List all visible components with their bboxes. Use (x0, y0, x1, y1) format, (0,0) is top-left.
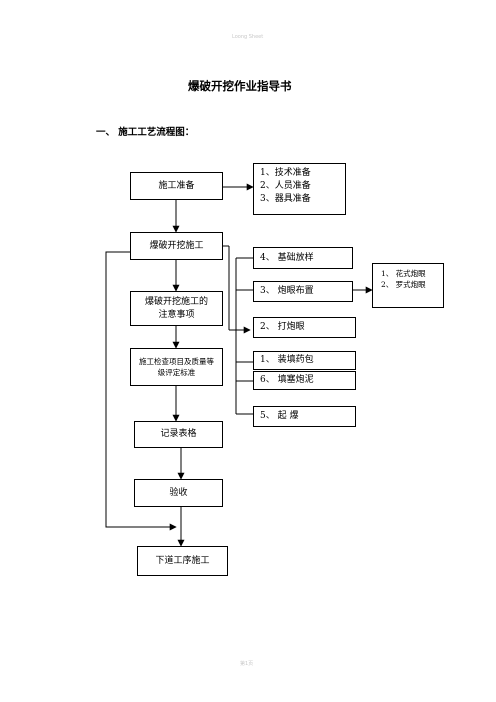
label-step-foundation: 4、 基础放样 (260, 252, 314, 263)
box-notes: 爆破开挖施工的注意事项 (130, 291, 223, 326)
prep-item: 1、技术准备 (260, 168, 311, 178)
prep-item: 2、人员准备 (260, 181, 311, 191)
box-inspection: 施工检查项目及质量等级评定标准 (130, 348, 223, 386)
layout-option: 2、 罗式炮眼 (381, 280, 426, 289)
box-step-stem: 6、 填塞炮泥 (253, 371, 356, 390)
label-blast: 爆破开挖施工 (149, 240, 204, 251)
page-title: 爆破开挖作业指导书 (188, 79, 292, 93)
box-prep: 施工准备 (130, 172, 223, 200)
label-step-charge: 1、 装填药包 (260, 355, 314, 365)
prep-item: 3、器具准备 (260, 194, 311, 204)
label-record: 记录表格 (160, 429, 197, 439)
layout-option: 1、 花式炮眼 (381, 269, 426, 278)
box-step-drill: 2、 打炮眼 (253, 317, 356, 338)
box-accept: 验收 (134, 479, 223, 507)
label-next: 下道工序施工 (155, 555, 210, 566)
box-step-blast: 5、 起 爆 (253, 406, 356, 427)
box-prep-items: 1、技术准备 2、人员准备 3、器具准备 (253, 163, 346, 215)
label-accept: 验收 (169, 487, 188, 498)
label-step-layout: 3、 炮眼布置 (260, 286, 314, 296)
box-layout-options: 1、 花式炮眼 2、 罗式炮眼 (372, 263, 444, 308)
label-prep: 施工准备 (158, 180, 195, 191)
header-watermark: Loong Sheet (232, 34, 264, 40)
label-step-stem: 6、 填塞炮泥 (260, 375, 314, 385)
box-next: 下道工序施工 (137, 546, 228, 576)
label-notes: 爆破开挖施工的注意事项 (144, 296, 208, 320)
label-inspection: 施工检查项目及质量等级评定标准 (139, 357, 214, 377)
box-step-foundation: 4、 基础放样 (253, 247, 353, 269)
box-step-charge: 1、 装填药包 (253, 351, 356, 370)
section-heading: 一、 施工工艺流程图： (96, 127, 195, 138)
box-step-layout: 3、 炮眼布置 (253, 281, 353, 302)
box-record: 记录表格 (134, 421, 223, 448)
label-step-blast: 5、 起 爆 (260, 411, 299, 421)
label-step-drill: 2、 打炮眼 (260, 322, 305, 332)
box-blast: 爆破开挖施工 (130, 232, 223, 260)
bypass-line (105, 251, 177, 531)
footer-watermark: 第1页 (240, 661, 254, 667)
